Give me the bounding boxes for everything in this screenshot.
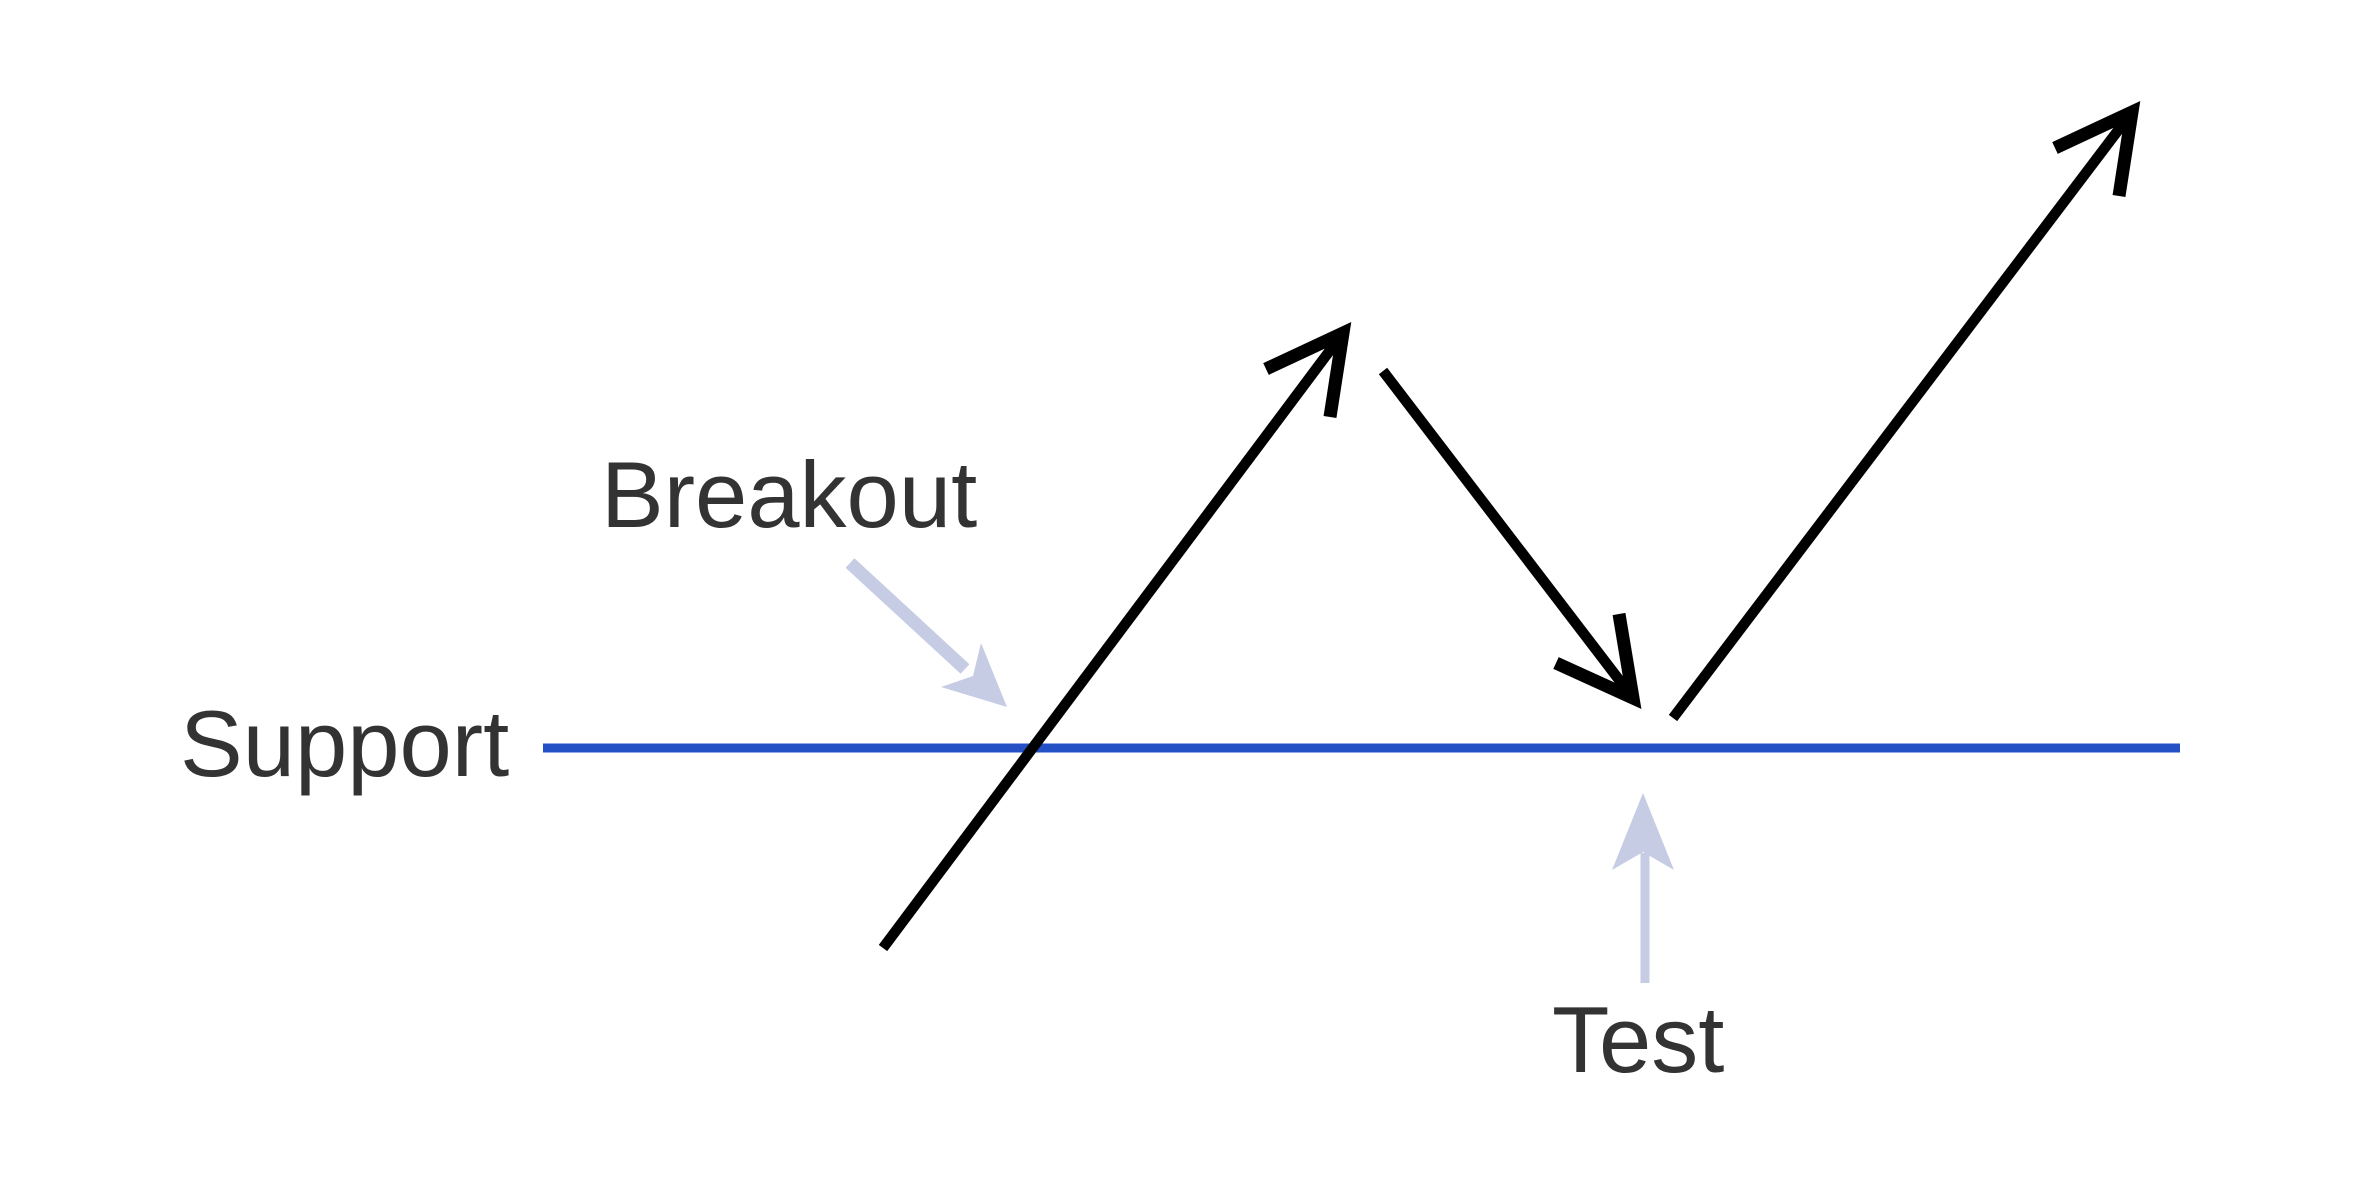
second-rally-arrowhead [2052,100,2141,197]
breakout-rally-arrowhead [1263,321,1352,418]
support-label: Support [180,691,509,796]
second-rally-arrow-icon [1668,100,2141,722]
pullback-shaft [1378,367,1638,702]
test-label: Test [1552,987,1724,1092]
breakout-annotation-shaft [845,558,970,674]
breakout-rally-shaft [878,329,1348,952]
test-annotation-arrowhead [1612,793,1674,870]
second-rally-shaft [1668,108,2137,722]
breakout-annotation-arrow-icon [845,558,1007,707]
breakout-annotation-arrowhead [941,643,1007,707]
breakout-rally-arrow-icon [878,321,1352,952]
pullback-arrowhead [1553,612,1642,709]
test-annotation-arrow-icon [1612,793,1674,983]
pullback-arrow-icon [1378,367,1642,709]
breakout-label: Breakout [601,442,977,547]
